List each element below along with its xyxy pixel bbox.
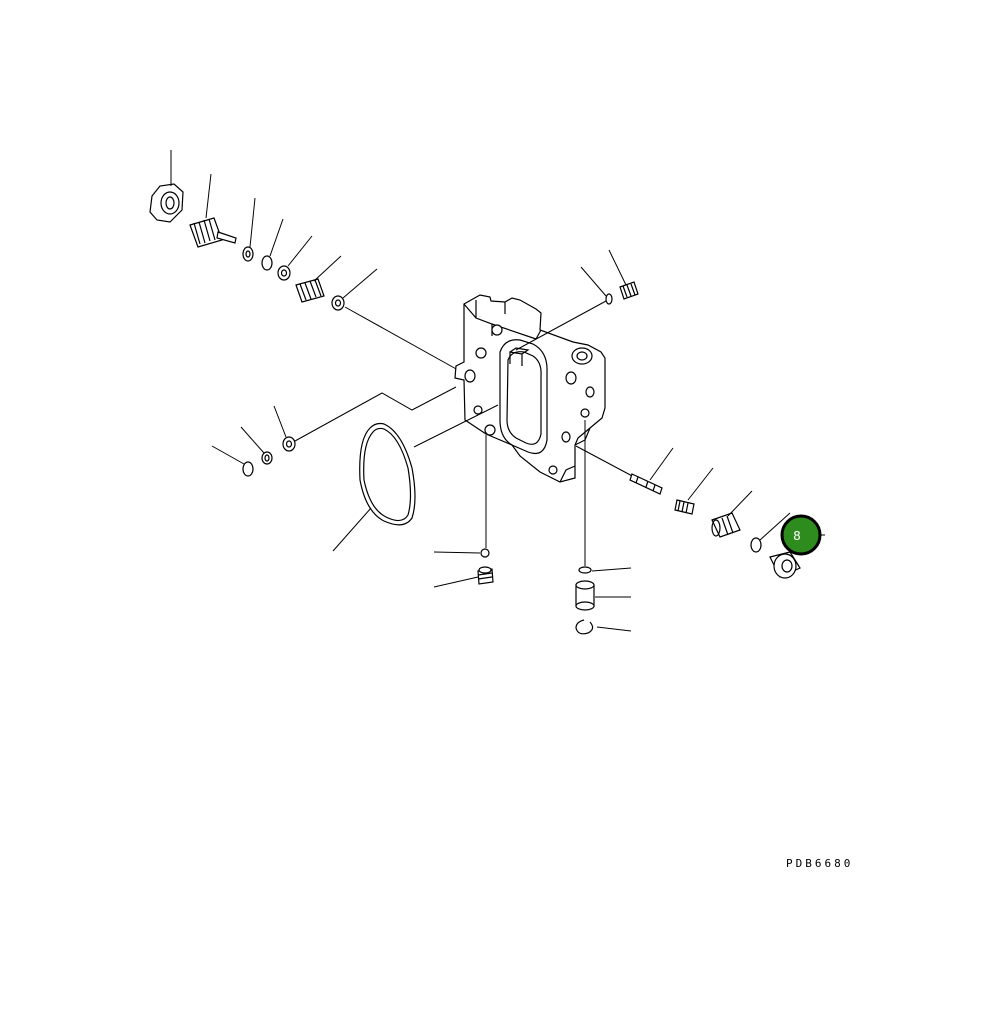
leader-line (649, 447, 674, 481)
leader-line (433, 551, 481, 554)
leader-line (596, 626, 632, 632)
part-plug-bottom[interactable] (477, 566, 494, 585)
part-snap-ring-left[interactable] (261, 451, 273, 465)
drawing-code: PDB6680 (786, 857, 853, 870)
part-o-ring-left[interactable] (242, 461, 254, 477)
part-gasket[interactable] (359, 422, 416, 526)
leader-line (240, 426, 265, 454)
leader-line (727, 490, 753, 517)
leader-line (211, 445, 245, 465)
part-o-ring-lower-right[interactable] (578, 566, 592, 574)
leader-line (342, 268, 378, 299)
part-washer[interactable] (277, 265, 291, 281)
part-plug-right[interactable] (769, 551, 801, 579)
assembly-line (515, 300, 607, 351)
part-o-ring-bottom[interactable] (480, 548, 490, 558)
part-o-ring[interactable] (261, 255, 273, 271)
callout-label: 8 (793, 529, 801, 543)
part-adjusting-screw[interactable] (189, 217, 237, 248)
part-seat[interactable] (331, 295, 345, 311)
part-retaining-ring[interactable] (575, 619, 594, 635)
part-washer-left[interactable] (282, 436, 296, 452)
leader-line (205, 173, 212, 219)
assembly-line (575, 445, 637, 479)
part-o-ring-right[interactable] (750, 537, 762, 553)
assembly-line (344, 306, 459, 371)
callout-8[interactable]: 8 (780, 514, 822, 556)
part-sleeve[interactable] (575, 580, 595, 611)
leader-line (269, 218, 284, 257)
part-snap-ring[interactable] (242, 246, 254, 262)
leader-line (591, 567, 632, 572)
part-spring[interactable] (295, 278, 325, 303)
part-small-o-ring[interactable] (605, 293, 613, 305)
part-piston[interactable] (711, 512, 741, 538)
valve-body (454, 294, 606, 483)
part-spring-right[interactable] (674, 499, 695, 515)
callout-badge[interactable] (780, 514, 822, 556)
assembly-line (294, 386, 457, 442)
assembly-line (413, 404, 499, 448)
leader-line (759, 512, 791, 541)
leader-line (249, 197, 256, 248)
leader-line (313, 255, 342, 282)
part-orifice-plug[interactable] (619, 281, 639, 300)
leader-line (433, 576, 479, 588)
leader-line (332, 507, 372, 552)
leader-line (687, 467, 714, 501)
part-hex-nut[interactable] (149, 183, 184, 223)
part-spool[interactable] (629, 473, 663, 495)
leader-line (287, 235, 313, 267)
leader-line (273, 405, 287, 438)
leader-line (580, 266, 607, 297)
leader-line (608, 249, 627, 286)
